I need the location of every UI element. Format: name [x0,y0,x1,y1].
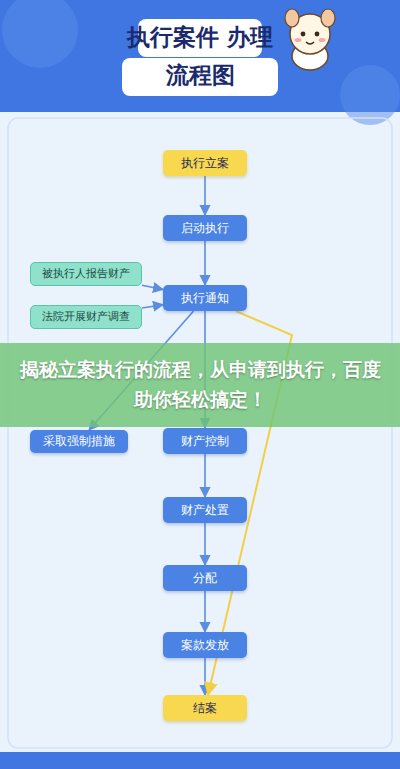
node-label: 执行立案 [181,156,229,171]
node-label: 结案 [193,701,217,716]
mascot-illustration [285,9,335,70]
overlay-banner: 揭秘立案执行的流程，从申请到执行，百度助你轻松搞定！ [0,343,400,427]
flow-arrow [204,658,206,695]
flow-arrow [204,454,206,497]
process-box: 执行通知 [163,285,247,311]
side-box: 法院开展财产调查 [30,305,142,329]
node-label: 执行通知 [181,291,229,306]
header-bubble [340,65,400,125]
title-text: 执行案件 办理流程图 [127,24,273,88]
flow-arrow [204,241,206,285]
node-label: 分配 [193,571,217,586]
flow-arrow [142,305,163,308]
flow-arrow [142,285,163,289]
process-box: 分配 [163,565,247,591]
flow-arrow [204,591,206,632]
node-label: 财产控制 [181,434,229,449]
process-box: 启动执行 [163,215,247,241]
node-label: 被执行人报告财产 [42,267,130,281]
flow-arrow [204,523,206,565]
flow-arrow [204,176,206,215]
header-bubble [2,0,78,68]
terminal-box: 执行立案 [163,150,247,176]
process-box: 财产控制 [163,428,247,454]
footer-band [0,752,400,769]
node-label: 案款发放 [181,638,229,653]
node-label: 财产处置 [181,503,229,518]
header-curve [0,112,400,131]
content-frame [8,118,392,748]
process-box: 案款发放 [163,632,247,658]
process-box: 财产处置 [163,497,247,523]
terminal-box: 结案 [163,695,247,721]
node-label: 法院开展财产调查 [42,310,130,324]
diagram-title: 执行案件 办理流程图 [125,18,275,94]
process-box: 采取强制措施 [30,430,128,453]
node-label: 启动执行 [181,221,229,236]
side-box: 被执行人报告财产 [30,262,142,286]
node-label: 采取强制措施 [43,434,115,449]
banner-text: 揭秘立案执行的流程，从申请到执行，百度助你轻松搞定！ [15,355,385,415]
